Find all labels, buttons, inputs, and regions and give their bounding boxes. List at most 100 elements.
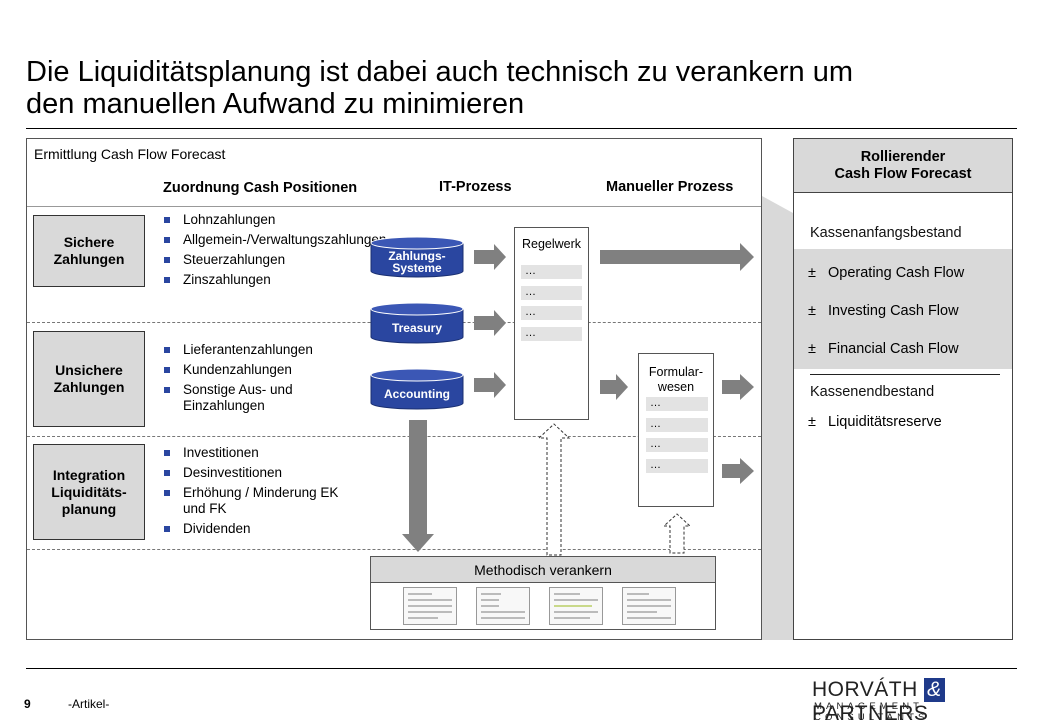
regelwerk-title: Regelwerk (521, 237, 582, 251)
plusminus-sign: ± (808, 303, 816, 319)
regelwerk-slot: … (521, 286, 582, 300)
formularwesen-slot: … (646, 418, 708, 432)
plusminus-sign: ± (808, 341, 816, 357)
category-label: Integration (52, 466, 126, 483)
category-label: Zahlungen (53, 379, 125, 395)
rolling-forecast-title-line: Rollierender (860, 149, 946, 165)
formularwesen-panel: Formular- wesen … … … … (638, 353, 714, 507)
dashed-arrows (537, 423, 692, 556)
rolling-forecast-title: Rollierender Cash Flow Forecast (794, 139, 1012, 193)
regelwerk-slot: … (521, 265, 582, 279)
logo-subtitle: MANAGEMENT CONSULTANTS (814, 701, 929, 723)
document-thumbnail (476, 587, 530, 625)
list-item: Desinvestitionen (164, 465, 339, 481)
list-item: Allgemein-/Verwaltungszahlungen (164, 232, 386, 248)
cylinder-label: Treasury (391, 321, 443, 335)
formularwesen-title-2: wesen (657, 380, 695, 394)
zahlungssysteme-cylinder: Zahlungs- Systeme (370, 236, 464, 278)
cylinder-label: Accounting (384, 387, 450, 401)
operating-cash-flow: Operating Cash Flow (828, 265, 965, 281)
category-label: Liquiditäts- (51, 483, 127, 500)
arrow-right (474, 372, 506, 398)
methodisch-verankern-box: Methodisch verankern (370, 556, 716, 630)
list-item: Zinszahlungen (164, 272, 354, 288)
document-thumbnail (403, 587, 457, 625)
list-item: Kundenzahlungen (164, 362, 354, 378)
company-logo: HORVÁTH & PARTNERS (812, 678, 1040, 726)
bullets-sichere: Lohnzahlungen Allgemein-/Verwaltungszahl… (164, 212, 386, 292)
rolling-forecast-title-line: Cash Flow Forecast (834, 166, 972, 182)
list-item: Lohnzahlungen (164, 212, 354, 228)
bullets-unsichere: Lieferantenzahlungen Kundenzahlungen Son… (164, 342, 354, 418)
list-item: Steuerzahlungen (164, 252, 354, 268)
formularwesen-slot: … (646, 397, 708, 411)
arrow-group (402, 243, 754, 552)
header-it-prozess: IT-Prozess (439, 179, 512, 195)
arrow-right (600, 374, 628, 400)
list-item: Lieferantenzahlungen (164, 342, 354, 358)
regelwerk-slot: … (521, 306, 582, 320)
financial-cash-flow: Financial Cash Flow (828, 341, 959, 357)
regelwerk-slot: … (521, 327, 582, 341)
arrow-down (402, 420, 434, 552)
category-label: Unsichere (55, 362, 123, 378)
kassenanfangsbestand: Kassenanfangsbestand (810, 225, 962, 241)
cylinder-label: Systeme (392, 261, 442, 275)
title-line-2: den manuellen Aufwand zu minimieren (26, 88, 525, 120)
logo-left: HORVÁTH (812, 678, 918, 701)
bullets-integration: Investitionen Desinvestitionen Erhöhung … (164, 445, 339, 541)
formularwesen-slot: … (646, 438, 708, 452)
page-title: Die Liquiditätsplanung ist dabei auch te… (26, 56, 1026, 120)
cylinder-label: Zahlungs- (388, 249, 446, 263)
connector-shape (762, 196, 793, 640)
document-thumbnail (622, 587, 676, 625)
kassenendbestand: Kassenendbestand (810, 384, 935, 400)
logo-ampersand: & (924, 678, 945, 702)
row-divider-3 (27, 549, 761, 550)
dashed-arrow-up (662, 513, 692, 554)
regelwerk-panel: Regelwerk … … … … (514, 227, 589, 420)
investing-cash-flow: Investing Cash Flow (828, 303, 959, 319)
list-item: Investitionen (164, 445, 339, 461)
cash-flow-forecast-frame (26, 138, 762, 640)
arrow-right (600, 243, 754, 271)
list-item: Dividenden (164, 521, 339, 537)
header-zuordnung: Zuordnung Cash Positionen (163, 180, 358, 196)
treasury-cylinder: Treasury (370, 302, 464, 344)
logo-right: PARTNERS (812, 702, 929, 725)
frame-title: Ermittlung Cash Flow Forecast (34, 146, 226, 162)
accounting-cylinder: Accounting (370, 368, 464, 410)
arrow-right (474, 310, 506, 336)
arrow-right (722, 458, 754, 484)
dashed-arrow-up (537, 423, 571, 556)
database-icon (370, 236, 464, 278)
rolling-forecast-panel: Rollierender Cash Flow Forecast Kassenan… (793, 138, 1013, 640)
cash-flow-band (794, 249, 1012, 369)
plusminus-sign: ± (808, 265, 816, 281)
page-number: 9 (24, 697, 31, 711)
category-label: Zahlungen (53, 251, 125, 267)
list-item: Sonstige Aus- und Einzahlungen (164, 382, 354, 414)
header-divider (27, 206, 761, 207)
arrow-right (474, 244, 506, 270)
list-item: Erhöhung / Minderung EK und FK (164, 485, 339, 517)
category-label: planung (61, 500, 117, 517)
liquiditaetsreserve: Liquiditätsreserve (828, 414, 942, 430)
title-divider (26, 128, 1017, 129)
arrow-right (722, 374, 754, 400)
footer-divider (26, 668, 1017, 669)
footer-article: -Artikel- (68, 697, 110, 711)
database-icon (370, 368, 464, 410)
category-label: Sichere (63, 234, 115, 250)
formularwesen-title-1: Formular- (648, 365, 704, 379)
plusminus-sign: ± (808, 414, 816, 430)
row-divider-2 (27, 436, 761, 437)
database-icon (370, 302, 464, 344)
sum-line (810, 374, 1000, 375)
title-line-1: Die Liquiditätsplanung ist dabei auch te… (26, 56, 853, 88)
formularwesen-slot: … (646, 459, 708, 473)
